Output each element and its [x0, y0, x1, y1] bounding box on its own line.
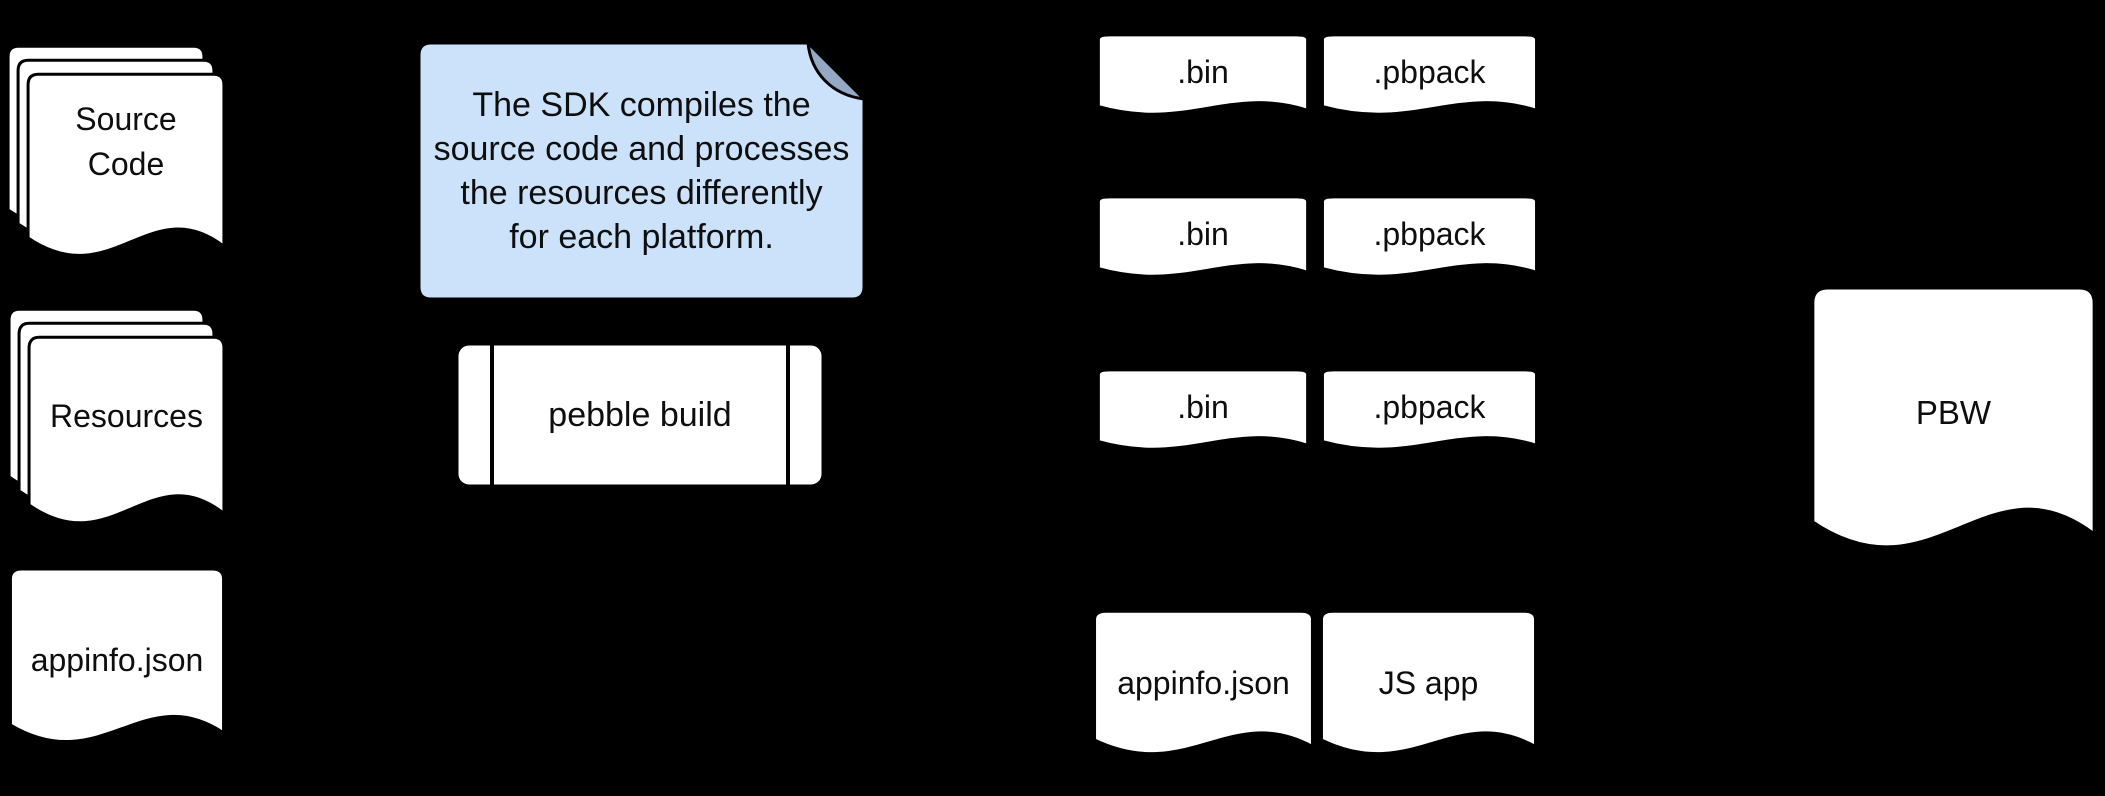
- pbw-document: PBW: [1807, 282, 2100, 582]
- pbpack-label: .pbpack: [1318, 195, 1541, 273]
- source-code-label: Source Code: [24, 70, 228, 215]
- js-app-label-text: JS app: [1378, 664, 1479, 701]
- document-shape-front: Source Code: [24, 70, 228, 280]
- document-icon: [1318, 368, 1541, 460]
- source-code-stack: Source Code: [4, 42, 230, 282]
- pebble-build-process: pebble build: [455, 342, 825, 488]
- pbpack-label-text: .pbpack: [1373, 215, 1486, 252]
- output-doc-pbpack-2: .pbpack: [1318, 195, 1541, 287]
- bin-label: .bin: [1094, 33, 1312, 111]
- document-icon: [1807, 282, 2100, 582]
- note-line: source code and processes: [433, 130, 850, 168]
- resources-label-text: Resources: [50, 398, 203, 435]
- output-doc-bin-1: .bin: [1094, 33, 1312, 125]
- bin-label: .bin: [1094, 195, 1312, 273]
- output-doc-bin-2: .bin: [1094, 195, 1312, 287]
- document-icon: [1317, 608, 1540, 773]
- pbpack-label-text: .pbpack: [1373, 53, 1486, 90]
- output-doc-js-app: JS app: [1317, 608, 1540, 773]
- appinfo-output-label: appinfo.json: [1090, 608, 1317, 758]
- document-icon: [24, 70, 228, 280]
- bin-label-text: .bin: [1177, 215, 1229, 252]
- document-icon: [1094, 33, 1312, 125]
- note-line: the resources differently: [460, 174, 823, 212]
- document-icon: [1090, 608, 1317, 773]
- pebble-build-label: pebble build: [455, 342, 825, 488]
- bin-label-text: .bin: [1177, 53, 1229, 90]
- bin-label: .bin: [1094, 368, 1312, 446]
- note-line: for each platform.: [509, 218, 774, 256]
- source-code-label-line2: Code: [87, 146, 165, 183]
- appinfo-json-document: appinfo.json: [6, 565, 228, 765]
- document-icon: [1094, 368, 1312, 460]
- appinfo-json-label-text: appinfo.json: [30, 641, 204, 678]
- pbpack-label-text: .pbpack: [1373, 388, 1486, 425]
- resources-stack: Resources: [5, 305, 230, 550]
- output-doc-pbpack-1: .pbpack: [1318, 33, 1541, 125]
- document-icon: [1318, 33, 1541, 125]
- output-doc-bin-3: .bin: [1094, 368, 1312, 460]
- appinfo-output-label-text: appinfo.json: [1117, 664, 1290, 701]
- pbpack-label: .pbpack: [1318, 368, 1541, 446]
- document-icon: [1318, 195, 1541, 287]
- source-code-label-line1: Source: [75, 101, 177, 138]
- sdk-note: The SDK compiles the source code and pro…: [417, 41, 866, 301]
- pbpack-label: .pbpack: [1318, 33, 1541, 111]
- document-shape-front: Resources: [25, 333, 228, 548]
- pbw-label: PBW: [1807, 282, 2100, 543]
- process-shape: [455, 342, 825, 488]
- output-doc-appinfo: appinfo.json: [1090, 608, 1317, 773]
- js-app-label: JS app: [1317, 608, 1540, 758]
- note-line: The SDK compiles the: [472, 86, 811, 124]
- resources-label: Resources: [25, 333, 228, 501]
- pebble-build-label-text: pebble build: [548, 395, 732, 434]
- output-doc-pbpack-3: .pbpack: [1318, 368, 1541, 460]
- note-shape: [417, 41, 866, 301]
- pbw-label-text: PBW: [1915, 394, 1992, 431]
- sdk-note-text: The SDK compiles the source code and pro…: [417, 41, 866, 301]
- document-icon: [1094, 195, 1312, 287]
- folded-corner-icon: [806, 41, 866, 101]
- document-icon: [25, 333, 228, 548]
- document-icon: [6, 565, 228, 765]
- bin-label-text: .bin: [1177, 388, 1229, 425]
- appinfo-json-label: appinfo.json: [6, 565, 228, 755]
